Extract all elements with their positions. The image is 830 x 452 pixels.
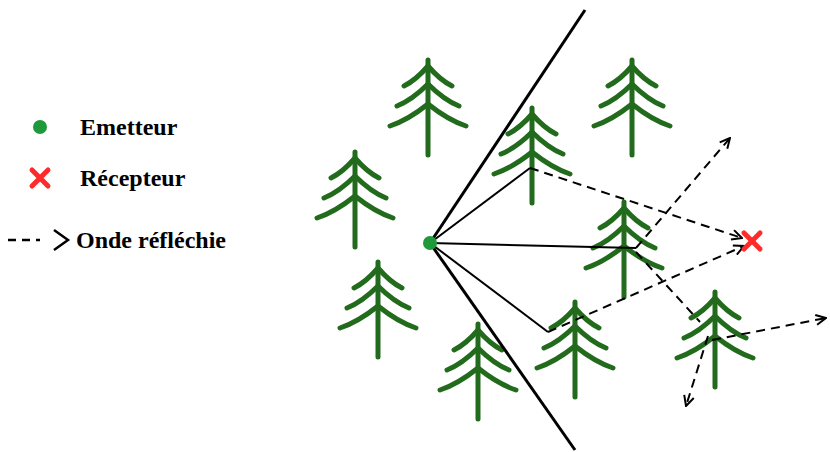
emitter-dot xyxy=(423,236,437,250)
reflected-rays xyxy=(530,138,826,406)
wedge-lines xyxy=(430,10,585,450)
trees xyxy=(317,60,753,419)
legend-swatch xyxy=(22,110,58,144)
receiver-cross xyxy=(744,233,760,249)
legend-text: Emetteur xyxy=(80,113,177,141)
legend-swatch xyxy=(22,161,58,195)
legend-text: Récepteur xyxy=(80,164,185,192)
legend-text: Onde réfléchie xyxy=(76,226,226,254)
legend-swatch xyxy=(4,225,74,259)
